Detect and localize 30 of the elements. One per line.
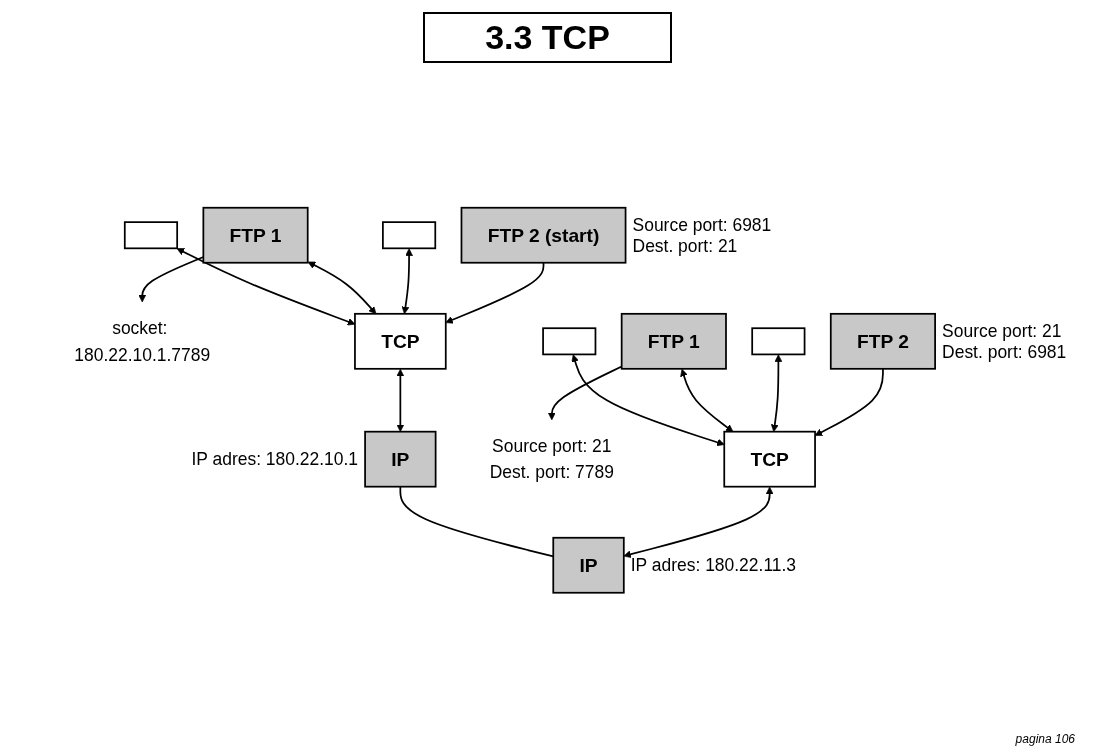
port-note: Source port: 21 Dest. port: 6981	[942, 321, 1067, 363]
node-text: socket: 180.22.10.1.7789	[74, 318, 211, 365]
node-box: TCP	[723, 431, 816, 488]
node-box: IP	[364, 431, 437, 488]
slide-title: 3.3 TCP	[423, 12, 672, 63]
node-box: FTP 1	[620, 313, 727, 370]
node-box	[751, 327, 806, 356]
node-box: FTP 2 (start)	[460, 207, 627, 264]
arrow	[396, 369, 405, 433]
node-box: TCP	[354, 313, 447, 370]
arrow	[547, 365, 623, 421]
page-number: pagina 106	[1015, 732, 1075, 746]
port-note: IP adres: 180.22.11.3	[630, 555, 797, 576]
node-box	[542, 327, 597, 356]
node-box: FTP 2	[829, 313, 936, 370]
arrow	[814, 368, 884, 437]
arrow	[623, 486, 774, 559]
port-note: IP adres: 180.22.10.1	[191, 449, 359, 470]
node-text: Source port: 21 Dest. port: 7789	[489, 436, 614, 483]
arrow	[307, 261, 377, 315]
arrow	[571, 354, 725, 447]
arrow	[445, 262, 545, 324]
node-box	[123, 221, 179, 250]
arrow	[680, 369, 734, 433]
arrow	[401, 248, 413, 315]
node-box: IP	[552, 537, 625, 594]
node-box: FTP 1	[202, 207, 309, 264]
node-box	[382, 221, 437, 250]
arrow	[770, 354, 783, 433]
port-note: Source port: 6981 Dest. port: 21	[632, 215, 772, 257]
